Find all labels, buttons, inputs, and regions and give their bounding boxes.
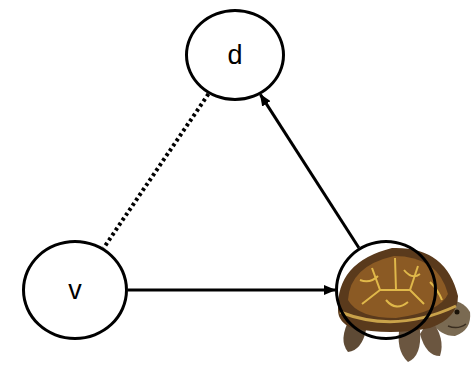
arrow-connector [260,95,358,248]
arrow-connector [128,289,335,292]
node-label: v [68,277,82,304]
node-circle: d [185,9,285,101]
dotted-link [104,94,209,248]
node-circle [335,240,437,340]
node-circle: v [22,240,128,340]
node-label: d [227,42,242,69]
